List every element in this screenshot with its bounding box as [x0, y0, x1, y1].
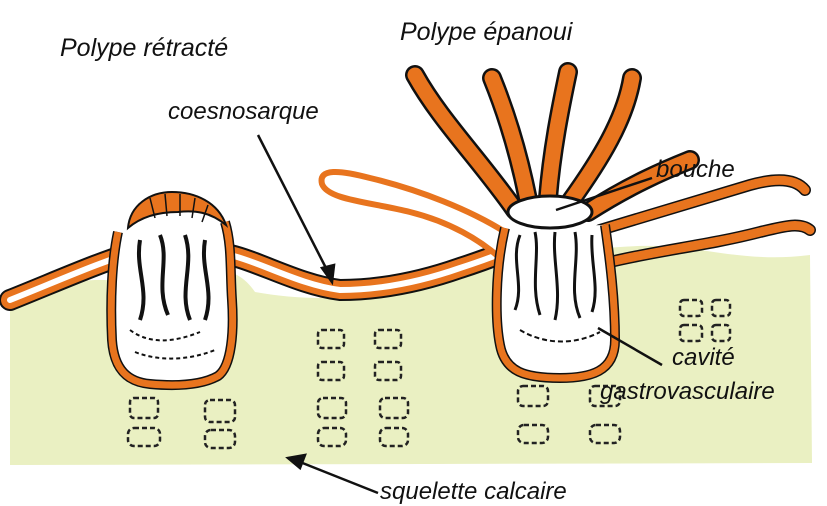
label-cavity-line1: cavité [672, 346, 735, 370]
label-open-polyp: Polype épanoui [400, 20, 572, 45]
open-polyp [497, 225, 615, 378]
mouth [508, 196, 592, 228]
retracted-polyp [111, 192, 232, 385]
label-retracted-polyp: Polype rétracté [60, 36, 228, 61]
label-mouth: bouche [656, 158, 735, 182]
label-coenosarc: coesnosarque [168, 100, 319, 124]
label-skeleton: squelette calcaire [380, 480, 567, 504]
tentacles [415, 72, 690, 212]
label-cavity-line2: gastrovasculaire [600, 380, 775, 404]
